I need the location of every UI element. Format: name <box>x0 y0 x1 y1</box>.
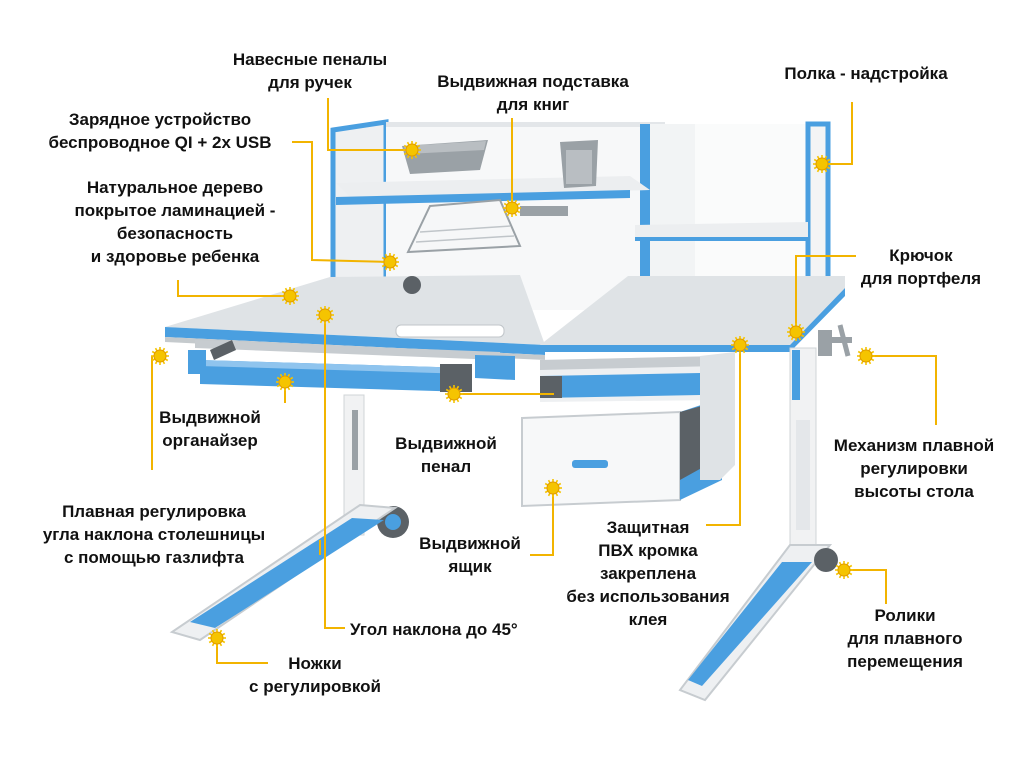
sun-marker-icon <box>857 347 875 365</box>
organizer-tray <box>195 340 515 392</box>
right-foot <box>678 544 838 702</box>
label-angle: Угол наклона до 45° <box>350 620 518 639</box>
leader-drawer <box>530 488 554 556</box>
sun-marker-icon <box>151 347 169 365</box>
pencil-drawer <box>540 356 720 402</box>
sun-marker-icon <box>813 155 831 173</box>
leader-pencil-cases <box>327 98 412 151</box>
label-shelf: Полка - надстройка <box>784 64 948 83</box>
sun-marker-icon <box>835 561 853 579</box>
sun-markers <box>151 141 875 647</box>
sun-marker-icon <box>731 336 749 354</box>
pencil-holders <box>402 140 598 188</box>
sun-marker-icon <box>381 253 399 271</box>
leader-hook <box>795 255 856 332</box>
leader-edge <box>706 345 741 526</box>
leader-angle <box>324 315 345 629</box>
sun-marker-icon <box>503 199 521 217</box>
leader-height <box>866 355 937 425</box>
leader-lines <box>151 98 937 664</box>
right-desktop <box>540 276 845 352</box>
sun-marker-icon <box>403 141 421 159</box>
left-foot <box>169 503 398 642</box>
height-crank <box>818 324 852 357</box>
sun-marker-icon <box>281 287 299 305</box>
sun-marker-icon <box>208 629 226 647</box>
leader-casters <box>844 569 887 604</box>
leader-wood <box>177 280 290 297</box>
sun-marker-icon <box>276 373 294 391</box>
leader-shelf <box>826 102 853 165</box>
sun-marker-icon <box>544 479 562 497</box>
leader-charger <box>292 141 391 263</box>
right-column <box>789 324 852 549</box>
book-stand <box>406 198 568 254</box>
drawer-box <box>521 352 735 508</box>
sun-marker-icon <box>787 323 805 341</box>
sun-marker-icon <box>445 385 463 403</box>
sun-marker-icon <box>316 306 334 324</box>
